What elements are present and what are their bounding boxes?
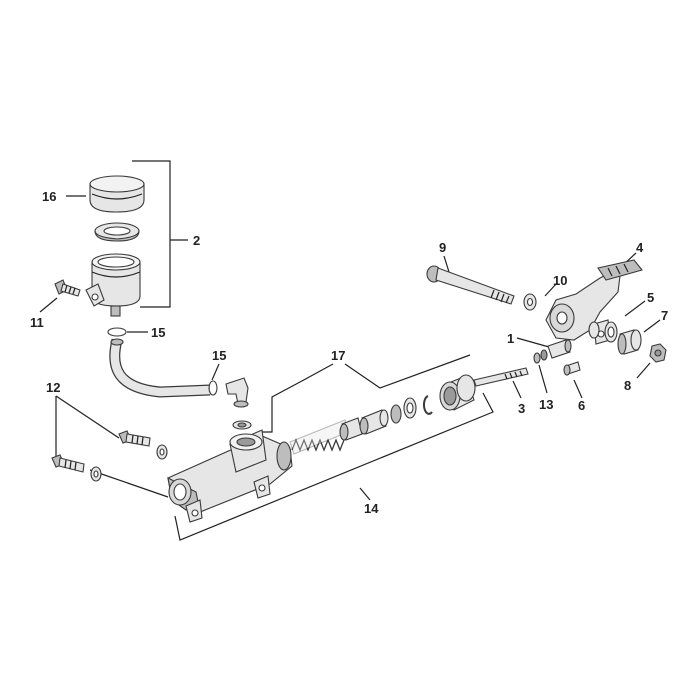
callout-16: 16: [42, 189, 56, 204]
leader-lines: [39, 160, 661, 541]
callout-11: 11: [30, 315, 44, 330]
clevis-part: [547, 339, 572, 359]
pin-6-part: [563, 361, 581, 376]
callout-4: 4: [636, 240, 644, 255]
hose-clamp-part: [208, 380, 218, 396]
hose-clamp-part: [107, 327, 127, 337]
callout-2: 2: [193, 233, 200, 248]
master-cylinder-part: [167, 429, 293, 523]
callout-10: 10: [553, 273, 567, 288]
callout-7: 7: [661, 308, 668, 323]
spacer-part: [617, 329, 642, 355]
bolts-12-part: [51, 430, 168, 482]
callout-9: 9: [439, 240, 446, 255]
callout-8: 8: [624, 378, 631, 393]
callout-5: 5: [647, 290, 654, 305]
callout-15-upper: 15: [151, 325, 165, 340]
callout-14: 14: [364, 501, 379, 516]
callout-15-lower: 15: [212, 348, 226, 363]
reservoir-gasket-part: [94, 222, 140, 242]
pivot-bolt-part: [426, 265, 515, 305]
bushing-part: [588, 321, 618, 343]
callout-17: 17: [331, 348, 345, 363]
callout-3: 3: [518, 401, 525, 416]
lock-nut-13-part: [533, 349, 548, 364]
callout-labels: 16 2 11 15 15 17 12 14 9 10 4 5 7 1 8 3 …: [30, 189, 668, 516]
reservoir-body-part: [85, 253, 141, 317]
hose-part: [109, 338, 211, 398]
reservoir-cap-part: [89, 175, 145, 213]
nut-part: [649, 343, 667, 363]
washer-10-part: [523, 293, 537, 311]
elbow-fitting-part: [225, 377, 252, 430]
bolt-11-part: [54, 279, 81, 297]
callout-1: 1: [507, 331, 514, 346]
callout-6: 6: [578, 398, 585, 413]
piston-kit-part: [289, 374, 476, 455]
callout-13: 13: [539, 397, 553, 412]
callout-12: 12: [46, 380, 60, 395]
push-rod-part: [473, 367, 529, 387]
